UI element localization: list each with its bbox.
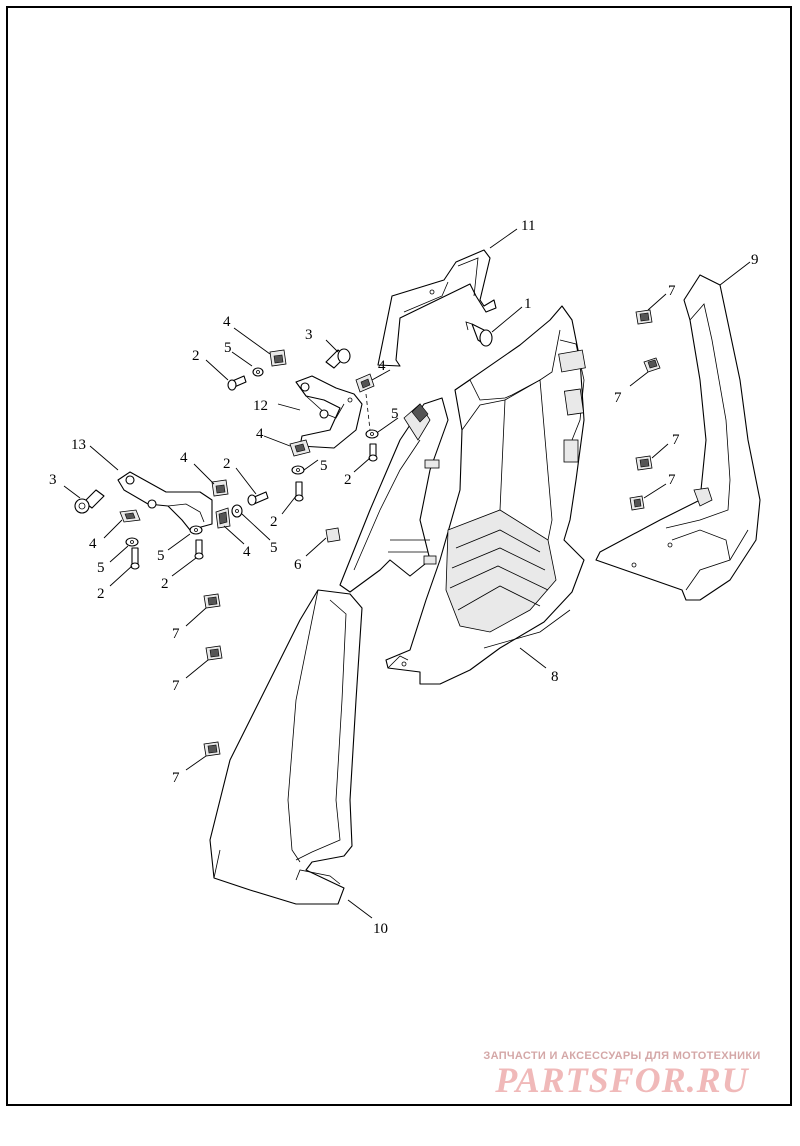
callout-4: 4 — [180, 450, 188, 466]
callout-3: 3 — [49, 472, 57, 488]
part-2-screw-e — [130, 547, 140, 570]
part-3-screw-upper — [325, 348, 351, 369]
diagram-frame — [6, 6, 792, 1106]
part-2-screw-f — [194, 539, 204, 560]
watermark: ЗАПЧАСТИ И АКСЕССУАРЫ ДЛЯ МОТОТЕХНИКИ PA… — [472, 1050, 772, 1098]
part-7-clips — [203, 309, 661, 757]
callout-5: 5 — [97, 560, 105, 576]
callout-5: 5 — [224, 340, 232, 356]
leader-lines — [63, 228, 751, 919]
callout-7: 7 — [668, 283, 676, 299]
callout-12: 12 — [253, 398, 268, 414]
callout-2: 2 — [270, 514, 278, 530]
callout-7: 7 — [172, 770, 180, 786]
part-1-screw — [465, 321, 493, 347]
callout-2: 2 — [344, 472, 352, 488]
callout-4: 4 — [243, 544, 251, 560]
part-8-fairing-body — [385, 305, 586, 685]
part-8-left-rail — [339, 397, 449, 593]
callout-2: 2 — [223, 456, 231, 472]
callout-2: 2 — [161, 576, 169, 592]
callout-1: 1 — [524, 296, 532, 312]
callout-7: 7 — [614, 390, 622, 406]
callout-5: 5 — [391, 406, 399, 422]
callout-9: 9 — [751, 252, 759, 268]
callout-10: 10 — [373, 921, 388, 937]
part-5-washers — [125, 367, 379, 547]
assembly-lines — [365, 393, 371, 431]
part-2-screw-c — [294, 481, 304, 502]
callout-labels: 11 1 9 7 7 7 7 8 10 3 4 12 4 5 2 5 4 5 2… — [49, 218, 759, 937]
callout-5: 5 — [270, 540, 278, 556]
part-2-screw-d — [368, 443, 378, 462]
callout-11: 11 — [521, 218, 535, 234]
callout-7: 7 — [172, 678, 180, 694]
callout-4: 4 — [89, 536, 97, 552]
part-11-bracket — [377, 249, 497, 367]
part-2-screw-a — [227, 375, 247, 391]
part-2-screw-b — [247, 491, 269, 506]
part-3-screw-left — [74, 489, 105, 514]
callout-5: 5 — [157, 548, 165, 564]
callout-7: 7 — [172, 626, 180, 642]
callout-4: 4 — [223, 314, 231, 330]
callout-13: 13 — [71, 437, 86, 453]
part-10-left-panel — [209, 589, 363, 905]
callout-7: 7 — [668, 472, 676, 488]
callout-3: 3 — [305, 327, 313, 343]
part-9-right-panel — [595, 274, 761, 601]
callout-7: 7 — [672, 432, 680, 448]
watermark-logo: PARTSFOR.RU — [495, 1060, 749, 1100]
part-13-bracket — [117, 471, 213, 531]
part-12-bracket — [295, 375, 363, 449]
part-6-clip — [325, 527, 341, 543]
callout-2: 2 — [192, 348, 200, 364]
callout-4: 4 — [378, 358, 386, 374]
callout-2: 2 — [97, 586, 105, 602]
callout-4: 4 — [256, 426, 264, 442]
part-4-clips — [119, 349, 375, 529]
callout-6: 6 — [294, 557, 302, 573]
callout-5: 5 — [320, 458, 328, 474]
watermark-caption: ЗАПЧАСТИ И АКСЕССУАРЫ ДЛЯ МОТОТЕХНИКИ — [483, 1050, 761, 1062]
callout-8: 8 — [551, 669, 559, 685]
